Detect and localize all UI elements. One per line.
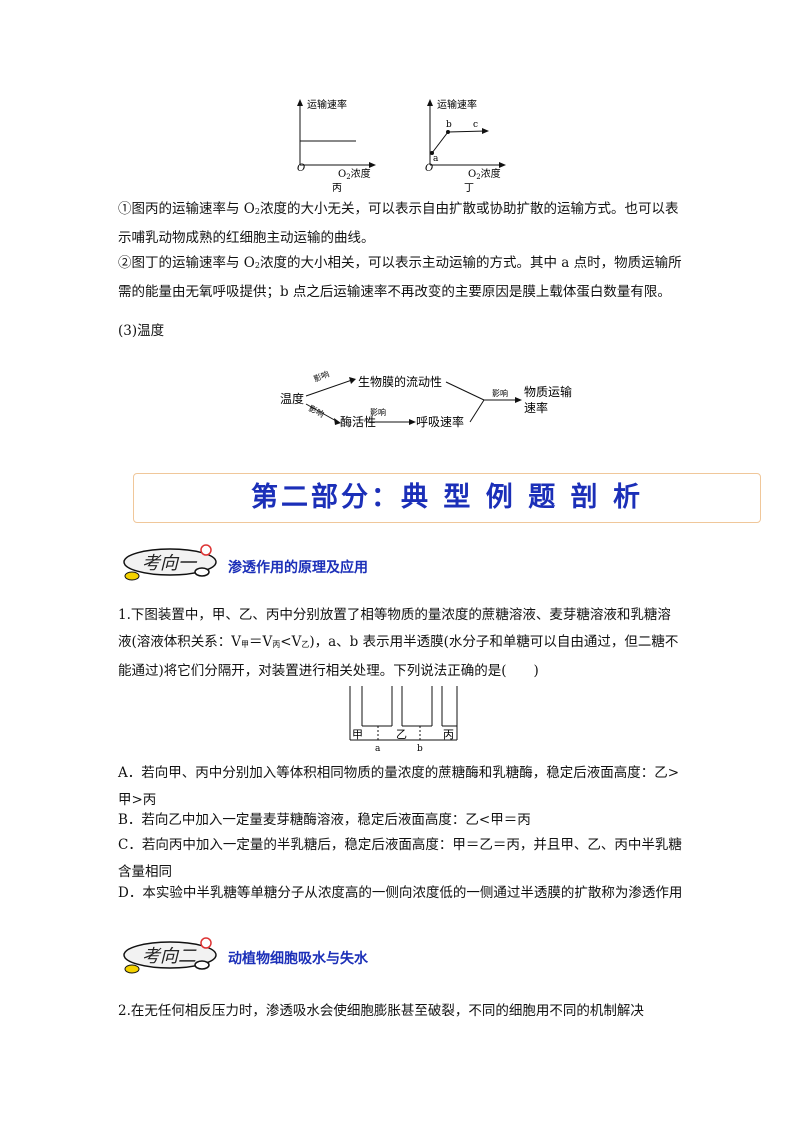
question1-stem: 1.下图装置中，甲、乙、丙中分别放置了相等物质的量浓度的蔗糖溶液、麦芽糖溶液和乳… bbox=[118, 607, 679, 679]
point-b: b bbox=[446, 120, 452, 130]
temperature-flow-diagram: 温度 生物膜的流动性 酶活性 呼吸速率 物质运输 速率 影响 影响 影响 影响 bbox=[280, 369, 572, 429]
graph-ding: 运输速率 O a b c O2浓度 丁 bbox=[425, 98, 506, 194]
note-bing: ①图丙的运输速率与 O2浓度的大小无关，可以表示自由扩散或协助扩散的运输方式。也… bbox=[118, 201, 679, 246]
left-caption: 丙 bbox=[332, 183, 342, 194]
flow-respiration-rate: 呼吸速率 bbox=[416, 414, 464, 429]
graph-bing: 运输速率 O O2浓度 丙 bbox=[297, 98, 376, 194]
option-b: B．若向乙中加入一定量麦芽糖酶溶液，稳定后液面高度：乙<甲＝丙 bbox=[118, 812, 531, 828]
note-ding: ②图丁的运输速率与 O2浓度的大小相关，可以表示主动运输的方式。其中 a 点时，… bbox=[118, 255, 682, 300]
decor-oval-icon bbox=[124, 571, 140, 581]
right-y-label: 运输速率 bbox=[437, 98, 477, 111]
flow-enzyme-activity: 酶活性 bbox=[340, 414, 376, 429]
flow-result-line2: 速率 bbox=[524, 400, 548, 415]
left-x-label: O2浓度 bbox=[338, 167, 371, 181]
flow-membrane-fluidity: 生物膜的流动性 bbox=[358, 374, 442, 389]
flow-temperature: 温度 bbox=[280, 391, 304, 406]
topic2-badge-text: 考向二 bbox=[142, 946, 197, 967]
right-x-label: O2浓度 bbox=[468, 167, 501, 181]
point-c: c bbox=[473, 120, 478, 130]
topic1-badge-text: 考向一 bbox=[142, 553, 198, 574]
transport-rate-graphs: 运输速率 O O2浓度 丙 运输速率 O a b c O2浓度 丁 bbox=[297, 98, 506, 194]
topic1-title: 渗透作用的原理及应用 bbox=[228, 560, 368, 576]
right-origin: O bbox=[425, 163, 433, 174]
right-caption: 丁 bbox=[464, 183, 474, 194]
fig-label-yi: 乙 bbox=[396, 728, 407, 741]
label-influence-3: 影响 bbox=[370, 407, 386, 417]
flow-result-line1: 物质运输 bbox=[524, 384, 572, 399]
decor-circle-icon bbox=[200, 937, 212, 949]
label-influence-2: 影响 bbox=[307, 403, 326, 419]
subheading-temperature: (3)温度 bbox=[118, 323, 165, 339]
decor-swirl-icon bbox=[194, 960, 210, 970]
left-origin: O bbox=[297, 163, 305, 174]
topic2-title: 动植物细胞吸水与失水 bbox=[228, 951, 368, 967]
topic2-badge: 考向二 bbox=[118, 935, 224, 975]
question2-stem: 2.在无任何相反压力时，渗透吸水会使细胞膨胀甚至破裂，不同的细胞用不同的机制解决 bbox=[118, 1003, 644, 1019]
fig-label-jia: 甲 bbox=[352, 728, 363, 741]
option-c: C．若向丙中加入一定量的半乳糖后，稳定后液面高度：甲＝乙＝丙，并且甲、乙、丙中半… bbox=[118, 837, 682, 880]
section-banner: 第二部分：典 型 例 题 剖 析 bbox=[133, 473, 761, 523]
option-d: D．本实验中半乳糖等单糖分子从浓度高的一侧向浓度低的一侧通过半透膜的扩散称为渗透… bbox=[118, 885, 683, 901]
fig-label-b: b bbox=[417, 744, 423, 754]
fig-label-a: a bbox=[375, 744, 381, 754]
topic1-badge: 考向一 bbox=[118, 542, 224, 582]
label-influence-4: 影响 bbox=[492, 388, 508, 398]
fig-label-bing: 丙 bbox=[443, 728, 454, 741]
label-influence-1: 影响 bbox=[312, 369, 331, 384]
rate-curve bbox=[431, 130, 487, 154]
osmosis-apparatus-figure: 甲 乙 丙 a b bbox=[349, 686, 458, 754]
decor-oval-icon bbox=[124, 964, 140, 974]
banner-title: 第二部分：典 型 例 题 剖 析 bbox=[251, 482, 643, 513]
left-y-label: 运输速率 bbox=[307, 98, 347, 111]
option-a: A．若向甲、丙中分别加入等体积相同物质的量浓度的蔗糖酶和乳糖酶，稳定后液面高度：… bbox=[118, 765, 680, 808]
decor-circle-icon bbox=[200, 544, 212, 556]
point-a: a bbox=[433, 154, 439, 164]
decor-swirl-icon bbox=[194, 567, 210, 577]
